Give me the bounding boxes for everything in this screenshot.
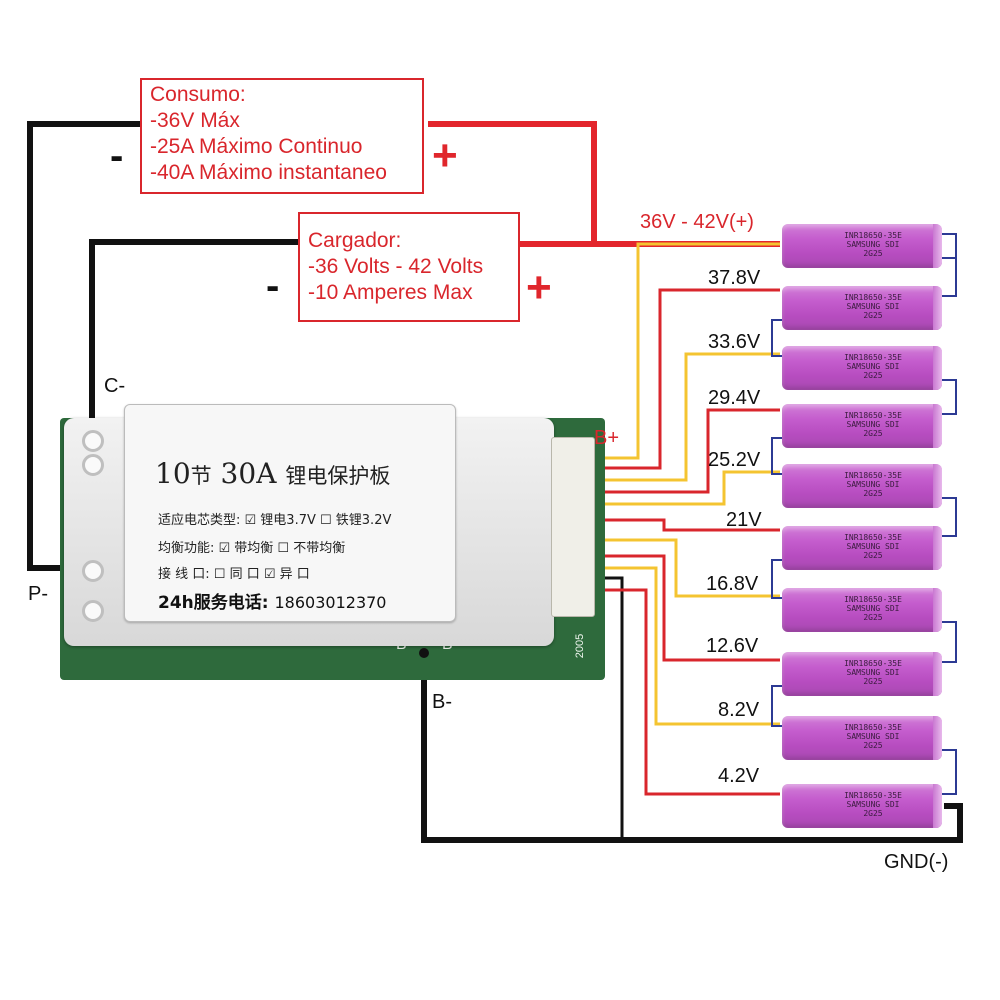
consumo-title: Consumo: [150, 83, 246, 106]
load-minus-sign: - [110, 134, 124, 178]
balance-tap-wire [590, 352, 780, 482]
cargador-title: Cargador: [308, 229, 402, 252]
balance-tap-wire [590, 408, 780, 494]
balance-tap-wire [590, 518, 780, 532]
series-link-right [942, 497, 957, 537]
series-link-left [771, 559, 782, 599]
series-link-right [942, 257, 957, 297]
spec-row-port: 接 线 口: ☐ 同 口 ☑ 异 口 [158, 567, 310, 582]
c-minus-label: C- [104, 375, 126, 397]
b-minus-gnd-wire [421, 656, 963, 843]
b-plus-label: B+ [594, 427, 620, 449]
balance-tap-wire [590, 566, 780, 726]
tap-voltage-label: 12.6V [706, 635, 759, 657]
title-cells-count: 10 [155, 457, 191, 490]
tap-voltage-label: 8.2V [718, 699, 760, 721]
consumo-continuous-current: -25A Máximo Continuo [150, 135, 363, 158]
charger-plus-sign: + [526, 263, 552, 312]
spec-row-balance: 均衡功能: ☑ 带均衡 ☐ 不带均衡 [158, 541, 346, 556]
balance-tap-wire [590, 588, 780, 796]
series-link-right [942, 749, 957, 795]
c-minus-wire [89, 239, 298, 438]
title-amp: A [256, 457, 277, 490]
p-minus-label: P- [28, 583, 48, 605]
b-minus-pad [419, 648, 429, 658]
load-plus-sign: + [432, 131, 458, 180]
series-link-right [942, 621, 957, 663]
phone-prefix: 24h [158, 593, 194, 613]
balance-tap-wire [590, 242, 780, 460]
spec-row-cell-type: 适应电芯类型: ☑ 锂电3.7V ☐ 铁锂3.2V [158, 513, 392, 528]
series-link-left [771, 437, 782, 475]
tap-voltage-label: 33.6V [708, 331, 761, 353]
tap-voltage-label: 4.2V [718, 765, 760, 787]
bms-label-sticker: 10节 30A 锂电保护板 适应电芯类型: ☑ 锂电3.7V ☐ 铁锂3.2V … [124, 404, 456, 622]
balance-tap-wire [590, 470, 780, 506]
service-phone: 24h服务电话: 18603012370 [158, 588, 386, 613]
series-link-right [942, 379, 957, 415]
balance-connector [551, 437, 595, 617]
gnd-label: GND(-) [884, 851, 949, 873]
tap-voltage-label: 16.8V [706, 573, 759, 595]
c-minus-pad [82, 430, 104, 452]
cargador-current: -10 Amperes Max [308, 281, 473, 304]
silk-code: 2005 [574, 633, 587, 659]
pack-voltage-label: 36V - 42V(+) [640, 211, 754, 233]
consumo-spec-box: Consumo: -36V Máx -25A Máximo Continuo -… [140, 78, 424, 194]
p-minus-pad [82, 560, 104, 582]
load-plus-wire [428, 121, 597, 244]
cargador-spec-box: Cargador: -36 Volts - 42 Volts -10 Amper… [298, 212, 520, 322]
title-current: 30 [220, 457, 257, 490]
tap-voltage-label: 25.2V [708, 449, 761, 471]
plate-screw-top [82, 454, 104, 476]
series-link-left [771, 319, 782, 357]
balance-tap-wire [590, 538, 780, 598]
series-link-right [942, 233, 957, 258]
plate-screw-bottom [82, 600, 104, 622]
consumo-voltage: -36V Máx [150, 109, 240, 132]
tap-voltage-label: 29.4V [708, 387, 761, 409]
balance-tap-wire [590, 554, 780, 662]
series-link-left [771, 685, 782, 727]
cargador-voltage: -36 Volts - 42 Volts [308, 255, 484, 278]
consumo-peak-current: -40A Máximo instantaneo [150, 161, 387, 184]
title-description: 锂电保护板 [285, 464, 391, 488]
phone-label: 服务电话: [193, 593, 269, 613]
title-cells-word: 节 [190, 464, 212, 488]
charger-minus-sign: - [266, 264, 280, 308]
tap-voltage-label: 37.8V [708, 267, 761, 289]
b-minus-label: B- [432, 691, 452, 713]
board-title: 10节 30A 锂电保护板 [155, 457, 390, 490]
phone-number: 18603012370 [274, 593, 387, 612]
balance-tap-wire [590, 288, 780, 470]
tap-voltage-label: 21V [726, 509, 762, 531]
